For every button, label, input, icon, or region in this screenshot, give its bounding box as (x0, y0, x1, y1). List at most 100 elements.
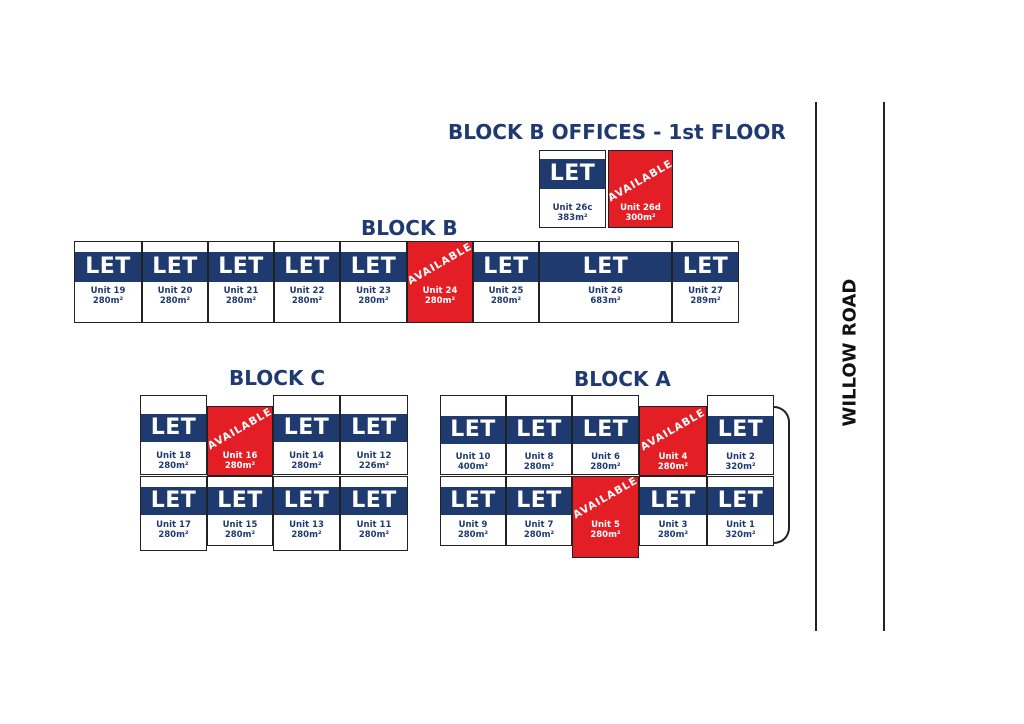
let-badge: LET (341, 252, 406, 282)
road-label: WILLOW ROAD (839, 278, 861, 427)
unit-name: Unit 23 (356, 286, 391, 296)
let-badge: LET (141, 414, 206, 442)
unit-size: 280m² (291, 530, 322, 540)
let-badge: LET (274, 487, 339, 515)
let-badge: LET (208, 487, 272, 515)
unit-size: 280m² (657, 530, 689, 540)
block-c-title: BLOCK C (229, 366, 326, 390)
let-badge: LET (209, 252, 273, 282)
let-badge: LET (708, 487, 773, 515)
let-badge: LET (640, 487, 706, 515)
let-badge: LET (441, 487, 505, 515)
unit-name: Unit 22 (289, 286, 325, 296)
unit-name: Unit 20 (157, 286, 193, 296)
unit-name: Unit 3 (658, 520, 688, 530)
block-a-curved-end (774, 406, 790, 544)
unit-size: 280m² (590, 530, 621, 540)
let-badge: LET (275, 252, 339, 282)
unit-size: 280m² (457, 530, 489, 540)
road-edge-right (883, 102, 885, 631)
unit-name: Unit 24 (422, 286, 458, 296)
unit-size: 280m² (291, 461, 322, 471)
unit-size: 280m² (158, 461, 189, 471)
unit-name: Unit 27 (688, 286, 723, 296)
unit-name: Unit 18 (156, 451, 191, 461)
unit-name: Unit 15 (222, 520, 258, 530)
let-badge: LET (141, 487, 206, 515)
let-badge: LET (540, 159, 605, 189)
unit-name: Unit 4 (658, 452, 688, 462)
unit-size: 226m² (358, 461, 390, 471)
unit-name: Unit 11 (356, 520, 392, 530)
block-a-title: BLOCK A (574, 367, 671, 391)
road-edge-left (815, 102, 817, 631)
unit-name: Unit 13 (289, 520, 324, 530)
available-badge: AVAILABLE (571, 474, 640, 522)
unit-name: Unit 21 (223, 286, 259, 296)
unit-name: Unit 19 (90, 286, 126, 296)
unit-name: Unit 9 (458, 520, 488, 530)
unit-size: 280m² (490, 296, 522, 306)
unit-name: Unit 12 (356, 451, 392, 461)
unit-size: 280m² (523, 462, 555, 472)
unit-name: Unit 14 (289, 451, 324, 461)
unit-name: Unit 25 (488, 286, 524, 296)
unit-size: 280m² (523, 530, 555, 540)
unit-name: Unit 26 (588, 286, 623, 296)
block-b-offices-title: BLOCK B OFFICES - 1st FLOOR (448, 120, 786, 144)
let-badge: LET (341, 414, 407, 442)
unit-size: 300m² (625, 213, 656, 223)
unit-name: Unit 26c (552, 203, 593, 213)
unit-name: Unit 8 (524, 452, 554, 462)
block-b-title: BLOCK B (361, 216, 458, 240)
available-badge: AVAILABLE (638, 406, 708, 454)
unit-name: Unit 6 (591, 452, 620, 462)
unit-size: 280m² (158, 530, 189, 540)
unit-size: 280m² (590, 462, 621, 472)
let-badge: LET (708, 416, 773, 444)
unit-size: 320m² (725, 462, 756, 472)
available-badge: AVAILABLE (405, 240, 475, 288)
unit-name: Unit 5 (591, 520, 620, 530)
unit-size: 280m² (358, 530, 390, 540)
unit-name: Unit 7 (524, 520, 554, 530)
unit-name: Unit 17 (156, 520, 191, 530)
unit-name: Unit 2 (726, 452, 755, 462)
unit-size: 683m² (590, 296, 621, 306)
unit-size: 280m² (159, 296, 191, 306)
let-badge: LET (474, 252, 538, 282)
unit-size: 383m² (557, 213, 588, 223)
unit-size: 280m² (358, 296, 389, 306)
unit-size: 400m² (457, 462, 489, 472)
unit-name: Unit 10 (455, 452, 491, 462)
